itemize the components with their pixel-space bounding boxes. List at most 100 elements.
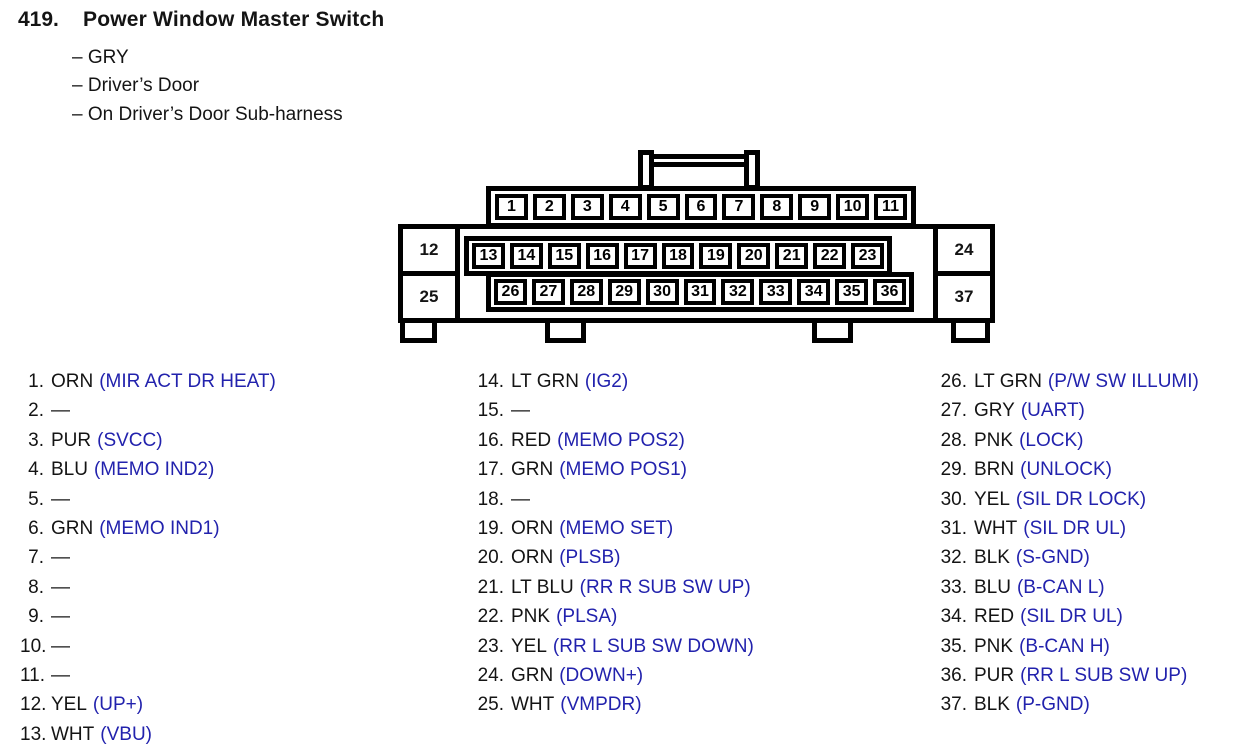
connector-pin-37: 37 (933, 271, 995, 323)
pinout-column-2: 14. LT GRN (IG2) 15. — 16. RED (MEMO POS… (474, 370, 754, 723)
pin-row: 18. — (474, 488, 754, 517)
pin-number: 10. (20, 635, 47, 657)
signal-name: (VMPDR) (560, 694, 642, 716)
latch-bar (638, 154, 760, 167)
pin-number: 5. (28, 488, 44, 510)
pin-row: 34. RED (SIL DR UL) (937, 605, 1199, 634)
pin-row: 14. LT GRN (IG2) (474, 370, 754, 399)
wire-color: — (51, 606, 70, 628)
pin-number: 36. (940, 664, 967, 686)
connector-pin: 19 (699, 243, 733, 269)
wire-color: — (511, 400, 530, 422)
signal-name: (MEMO IND2) (93, 459, 215, 481)
pin-number: 29. (940, 459, 967, 481)
pin-number: 18. (477, 488, 504, 510)
signal-name: (P/W SW ILLUMI) (1047, 371, 1199, 392)
pin-row: 28. PNK (LOCK) (937, 429, 1199, 458)
signal-name: (SIL DR UL) (1023, 517, 1127, 539)
pin-number: 34. (940, 606, 967, 628)
wire-color: YEL (511, 635, 547, 657)
pin-row: 26. LT GRN (P/W SW ILLUMI) (937, 370, 1199, 399)
pin-number: 15. (477, 400, 504, 422)
pin-number: 9. (28, 606, 44, 628)
connector-pin: 28 (569, 279, 603, 305)
signal-name: (RR R SUB SW UP) (579, 576, 751, 598)
signal-name: (RR L SUB SW DOWN) (552, 635, 754, 657)
connector-pin: 14 (509, 243, 543, 269)
wire-color: LT GRN (974, 371, 1042, 392)
signal-name: (UART) (1020, 400, 1085, 422)
signal-name: (DOWN+) (559, 664, 644, 686)
wire-color: GRY (974, 400, 1015, 422)
signal-name: (PLSA) (556, 606, 618, 628)
pin-row: 5. — (20, 488, 276, 517)
pin-row: 7. — (20, 546, 276, 575)
connector-pin: 27 (531, 279, 565, 305)
pin-number: 17. (477, 459, 504, 481)
wire-color: — (51, 664, 70, 686)
signal-name: (B-CAN H) (1019, 635, 1110, 657)
pin-row: 22. PNK (PLSA) (474, 605, 754, 634)
pin-number: 27. (940, 400, 967, 422)
pin-row: 6. GRN (MEMO IND1) (20, 517, 276, 546)
pin-number: 35. (940, 635, 967, 657)
pin-row: 24. GRN (DOWN+) (474, 664, 754, 693)
signal-name: (MEMO SET) (559, 517, 674, 539)
pin-number: 4. (28, 459, 44, 481)
pin-number: 11. (20, 664, 46, 686)
wire-color: YEL (974, 488, 1010, 510)
signal-name: (UP+) (92, 694, 144, 716)
latch-post-right (744, 150, 760, 190)
signal-name: (MEMO POS2) (557, 429, 685, 451)
connector-info-line: – Driver’s Door (72, 75, 200, 97)
pin-number: 13. (20, 723, 47, 745)
pin-row: 1. ORN (MIR ACT DR HEAT) (20, 370, 276, 399)
wire-color: PUR (51, 429, 92, 451)
connector-pin: 31 (683, 279, 717, 305)
pin-number: 37. (940, 694, 967, 716)
pin-number: 19. (477, 517, 504, 539)
pin-number: 23. (477, 635, 504, 657)
connector-pin: 20 (737, 243, 771, 269)
pin-row: 2. — (20, 399, 276, 428)
pin-row: 11. — (20, 664, 276, 693)
wire-color: — (511, 488, 530, 510)
pin-row: 17. GRN (MEMO POS1) (474, 458, 754, 487)
pin-row: 36. PUR (RR L SUB SW UP) (937, 664, 1199, 693)
connector-pin: 34 (797, 279, 831, 305)
signal-name: (VBU) (100, 723, 152, 745)
connector-pin: 11 (874, 194, 907, 220)
connector-pin: 3 (570, 194, 604, 220)
pin-number: 31. (940, 517, 967, 539)
pin-row: 20. ORN (PLSB) (474, 546, 754, 575)
connector-pin-12: 12 (398, 224, 460, 276)
pin-number: 20. (477, 547, 504, 569)
signal-name: (SIL DR LOCK) (1015, 488, 1147, 510)
connector-pin: 13 (472, 243, 505, 269)
pin-col-left: 12 25 (398, 224, 460, 323)
pin-row: 23. YEL (RR L SUB SW DOWN) (474, 635, 754, 664)
connector-pin: 26 (494, 279, 527, 305)
connector-info-list: – GRY– Driver’s Door– On Driver’s Door S… (72, 44, 384, 129)
connector-pin: 2 (532, 194, 566, 220)
wire-color: WHT (51, 723, 95, 745)
connector-pin: 4 (608, 194, 642, 220)
wire-color: PNK (974, 635, 1014, 657)
pin-col-right: 24 37 (933, 224, 995, 323)
connector-pin: 10 (836, 194, 870, 220)
connector-pin: 9 (798, 194, 832, 220)
wire-color: WHT (511, 694, 555, 716)
wire-color: — (51, 488, 70, 510)
pin-number: 32. (940, 547, 967, 569)
connector-pin: 15 (547, 243, 581, 269)
connector-pin: 5 (646, 194, 680, 220)
signal-name: (MEMO IND1) (99, 517, 220, 539)
pin-row: 32. BLK (S-GND) (937, 546, 1199, 575)
pin-number: 26. (940, 371, 967, 392)
pin-row: 19. ORN (MEMO SET) (474, 517, 754, 546)
pin-row: 3. PUR (SVCC) (20, 429, 276, 458)
wire-color: GRN (511, 459, 554, 481)
